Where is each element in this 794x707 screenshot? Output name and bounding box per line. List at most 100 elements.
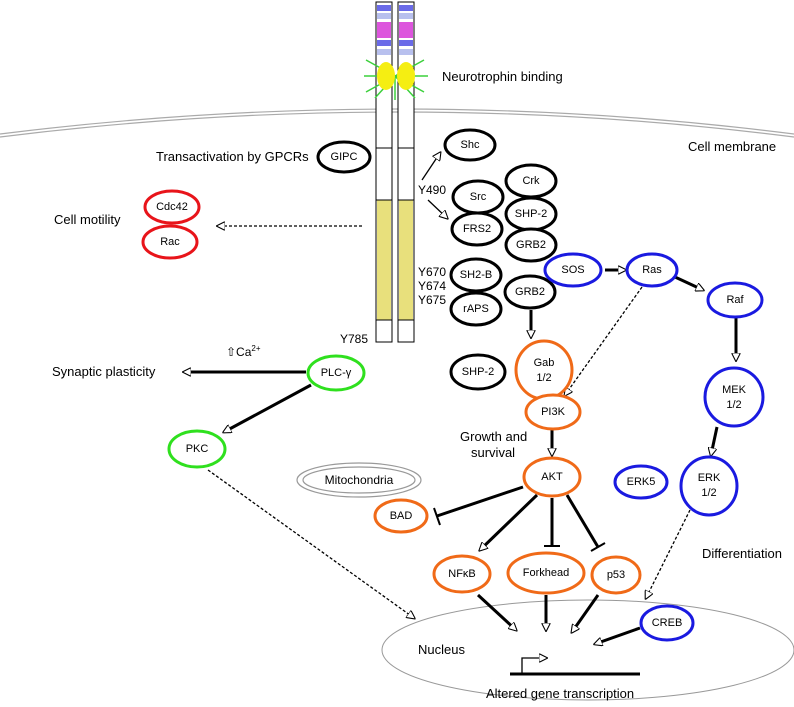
label-y670: Y670 — [418, 265, 446, 279]
label-synaptic-plasticity: Synaptic plasticity — [52, 364, 156, 379]
node-grb2-top: GRB2 — [504, 227, 558, 263]
cell-membrane-line-inner — [0, 111, 794, 138]
edges — [184, 153, 736, 644]
svg-text:1/2: 1/2 — [536, 372, 551, 384]
node-gipc: GIPC — [316, 140, 372, 174]
label-y674: Y674 — [418, 279, 446, 293]
svg-text:PLC-γ: PLC-γ — [321, 367, 352, 379]
trk-receptor — [364, 1, 428, 343]
label-y785: Y785 — [340, 332, 368, 346]
edge-y490-to-frs2 — [427, 199, 447, 218]
node-shp2-top: SHP-2 — [504, 196, 558, 232]
edge-mek-to-erk — [711, 426, 719, 455]
node-sh2b: SH2-B — [449, 257, 503, 293]
edge-erk-to-creb — [646, 509, 691, 598]
label-growth-survival-2: survival — [471, 445, 515, 460]
svg-text:Shc: Shc — [461, 139, 480, 151]
node-pi3k: PI3K — [524, 393, 582, 431]
label-growth-survival-1: Growth and — [460, 429, 527, 444]
svg-text:GRB2: GRB2 — [515, 286, 545, 298]
node-shp2-bottom: SHP-2 — [449, 353, 507, 391]
svg-text:p53: p53 — [607, 569, 625, 581]
neurotrophin-ligand-right — [397, 62, 415, 90]
node-pkc: PKC — [167, 429, 227, 469]
node-erk5: ERK5 — [613, 464, 669, 500]
svg-text:GRB2: GRB2 — [516, 239, 546, 251]
node-shc: Shc — [443, 128, 497, 162]
node-p53: p53 — [590, 555, 642, 595]
label-nucleus: Nucleus — [418, 642, 465, 657]
svg-text:1/2: 1/2 — [726, 399, 741, 411]
node-raps: rAPS — [449, 291, 503, 327]
label-differentiation: Differentiation — [702, 546, 782, 561]
node-crk: Crk — [504, 163, 558, 199]
node-rac: Rac — [141, 224, 199, 260]
transcription-start-icon — [510, 658, 640, 676]
svg-text:Cdc42: Cdc42 — [156, 201, 188, 213]
svg-text:SHP-2: SHP-2 — [515, 208, 547, 220]
svg-text:Src: Src — [470, 191, 487, 203]
edge-ras-to-raf — [674, 275, 703, 290]
node-akt: AKT — [522, 456, 582, 498]
neurotrophin-ligand-left — [377, 62, 395, 90]
node-gab: Gab 1/2 — [514, 339, 574, 401]
node-creb: CREB — [639, 604, 695, 642]
node-ras: Ras — [625, 252, 679, 288]
svg-text:MEK: MEK — [722, 384, 747, 396]
node-sos: SOS — [543, 252, 603, 288]
svg-text:Gab: Gab — [534, 357, 555, 369]
svg-text:Crk: Crk — [522, 175, 540, 187]
node-grb2-mid: GRB2 — [503, 274, 557, 310]
svg-text:ERK: ERK — [698, 472, 721, 484]
label-cell-motility: Cell motility — [54, 212, 121, 227]
svg-text:SOS: SOS — [561, 264, 584, 276]
mitochondria — [296, 462, 422, 498]
svg-text:Raf: Raf — [726, 294, 744, 306]
svg-text:CREB: CREB — [652, 617, 683, 629]
svg-text:NFκB: NFκB — [448, 568, 476, 580]
svg-text:ERK5: ERK5 — [627, 476, 656, 488]
node-src: Src — [451, 179, 505, 215]
cell-membrane-line — [0, 108, 794, 135]
node-mek: MEK 1/2 — [703, 366, 765, 428]
edge-ras-to-pi3k — [565, 286, 643, 395]
svg-text:SHP-2: SHP-2 — [462, 366, 494, 378]
node-plcg: PLC-γ — [306, 354, 366, 392]
label-transactivation: Transactivation by GPCRs — [156, 149, 309, 164]
edge-akt-inhibits-forkhead — [544, 498, 560, 547]
svg-text:Ras: Ras — [642, 264, 662, 276]
edge-plc-to-pkc — [224, 383, 312, 432]
node-frs2: FRS2 — [450, 211, 504, 247]
label-altered-transcription: Altered gene transcription — [486, 686, 634, 701]
node-nfkb: NFκB — [432, 554, 492, 594]
svg-text:Rac: Rac — [160, 236, 180, 248]
label-cell-membrane: Cell membrane — [688, 139, 776, 154]
edge-akt-inhibits-bad — [433, 485, 524, 526]
label-y675: Y675 — [418, 293, 446, 307]
node-raf: Raf — [706, 281, 764, 319]
annotation-labels: Neurotrophin binding Cell membrane Trans… — [52, 69, 782, 701]
node-cdc42: Cdc42 — [143, 189, 201, 225]
svg-text:BAD: BAD — [390, 510, 413, 522]
node-bad: BAD — [373, 498, 429, 534]
edge-y490-to-shc — [421, 153, 440, 181]
edge-nfkb-to-nucleus — [476, 593, 516, 630]
edge-akt-inhibits-p53 — [565, 494, 606, 552]
node-forkhead: Forkhead — [506, 551, 586, 595]
edge-akt-to-nfkb — [480, 493, 539, 550]
label-y490: Y490 — [418, 183, 446, 197]
label-neurotrophin-binding: Neurotrophin binding — [442, 69, 563, 84]
svg-text:PKC: PKC — [186, 443, 209, 455]
neurotrophin-spark — [364, 59, 428, 100]
edge-pkc-to-nucleus — [207, 469, 414, 618]
svg-text:rAPS: rAPS — [463, 303, 489, 315]
svg-text:PI3K: PI3K — [541, 406, 566, 418]
label-mitochondria: Mitochondria — [325, 473, 394, 487]
svg-text:SH2-B: SH2-B — [460, 269, 492, 281]
svg-text:1/2: 1/2 — [701, 487, 716, 499]
nodes: GIPC Shc Src Crk FRS2 SHP-2 GRB2 SH2-B G… — [141, 128, 765, 642]
svg-text:AKT: AKT — [541, 471, 563, 483]
label-calcium: ⇧Ca2+ — [226, 344, 261, 359]
inhibition-edges — [433, 485, 606, 552]
